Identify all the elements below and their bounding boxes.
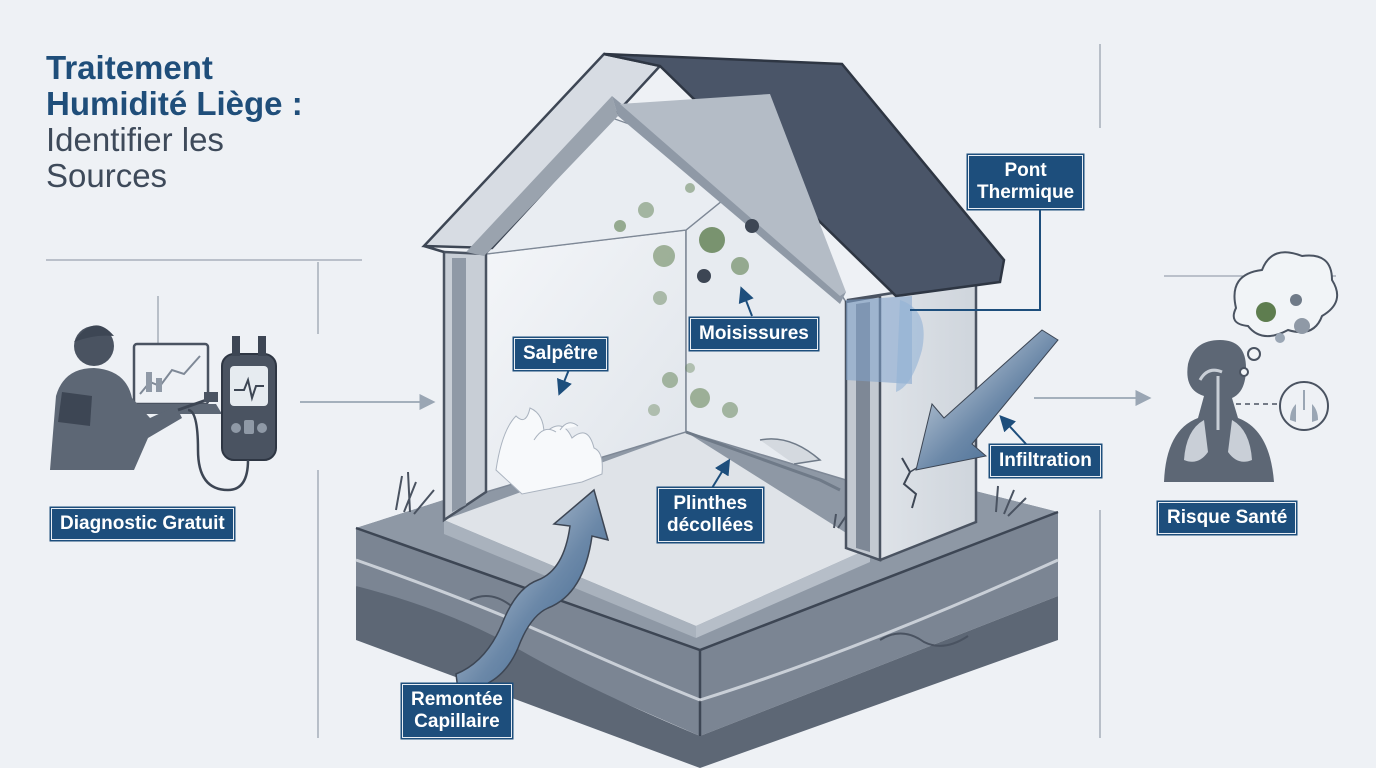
- pont-label-line-1: Pont: [1004, 160, 1047, 181]
- diagnostic-label-text: Diagnostic Gratuit: [60, 513, 225, 534]
- title-line-2: Humidité Liège :: [46, 85, 303, 122]
- infiltration-arrow: [915, 329, 1059, 471]
- thought-bubble: [1232, 251, 1339, 337]
- title-line-4: Sources: [46, 157, 168, 194]
- grass-tufts: [395, 471, 1027, 529]
- thermal-bridge-zone: [846, 296, 912, 384]
- detached-plinth: [685, 430, 841, 492]
- health-figure: [1164, 251, 1339, 482]
- roof: [421, 52, 1006, 304]
- laptop-screen: [132, 342, 210, 406]
- page-title: Traitement Humidité Liège : Identifier l…: [46, 50, 406, 194]
- title-line-3: Identifier les: [46, 121, 224, 158]
- house-floor: [444, 432, 870, 626]
- salpetre-label-text: Salpêtre: [523, 343, 598, 364]
- infiltration-label: Infiltration: [990, 445, 1101, 477]
- plinthes-label-line-2: décollées: [667, 515, 754, 536]
- pont-thermique-label: Pont Thermique: [968, 155, 1084, 209]
- plinthes-label: Plinthes décollées: [658, 488, 763, 542]
- plinthes-label-line-1: Plinthes: [673, 493, 748, 514]
- risque-sante-label: Risque Santé: [1158, 502, 1297, 534]
- moisissures-label-text: Moisissures: [699, 323, 809, 344]
- title-line-1: Traitement: [46, 49, 213, 86]
- diagnostic-label: Diagnostic Gratuit: [51, 508, 234, 540]
- pont-label-line-2: Thermique: [977, 182, 1075, 203]
- risque-label-text: Risque Santé: [1167, 507, 1288, 528]
- moisissures-label: Moisissures: [690, 318, 818, 350]
- remontee-label-line-1: Remontée: [411, 689, 503, 710]
- salpetre-crystals: [495, 407, 603, 495]
- remontee-capillaire-label: Remontée Capillaire: [402, 684, 512, 738]
- remontee-label-line-2: Capillaire: [414, 711, 500, 732]
- technician-figure: [50, 325, 277, 492]
- infiltration-label-text: Infiltration: [999, 450, 1092, 471]
- mold-spots: [614, 183, 759, 418]
- capillary-rise-arrow: [455, 488, 610, 691]
- wall-crack: [901, 457, 918, 509]
- salpetre-label: Salpêtre: [514, 338, 607, 370]
